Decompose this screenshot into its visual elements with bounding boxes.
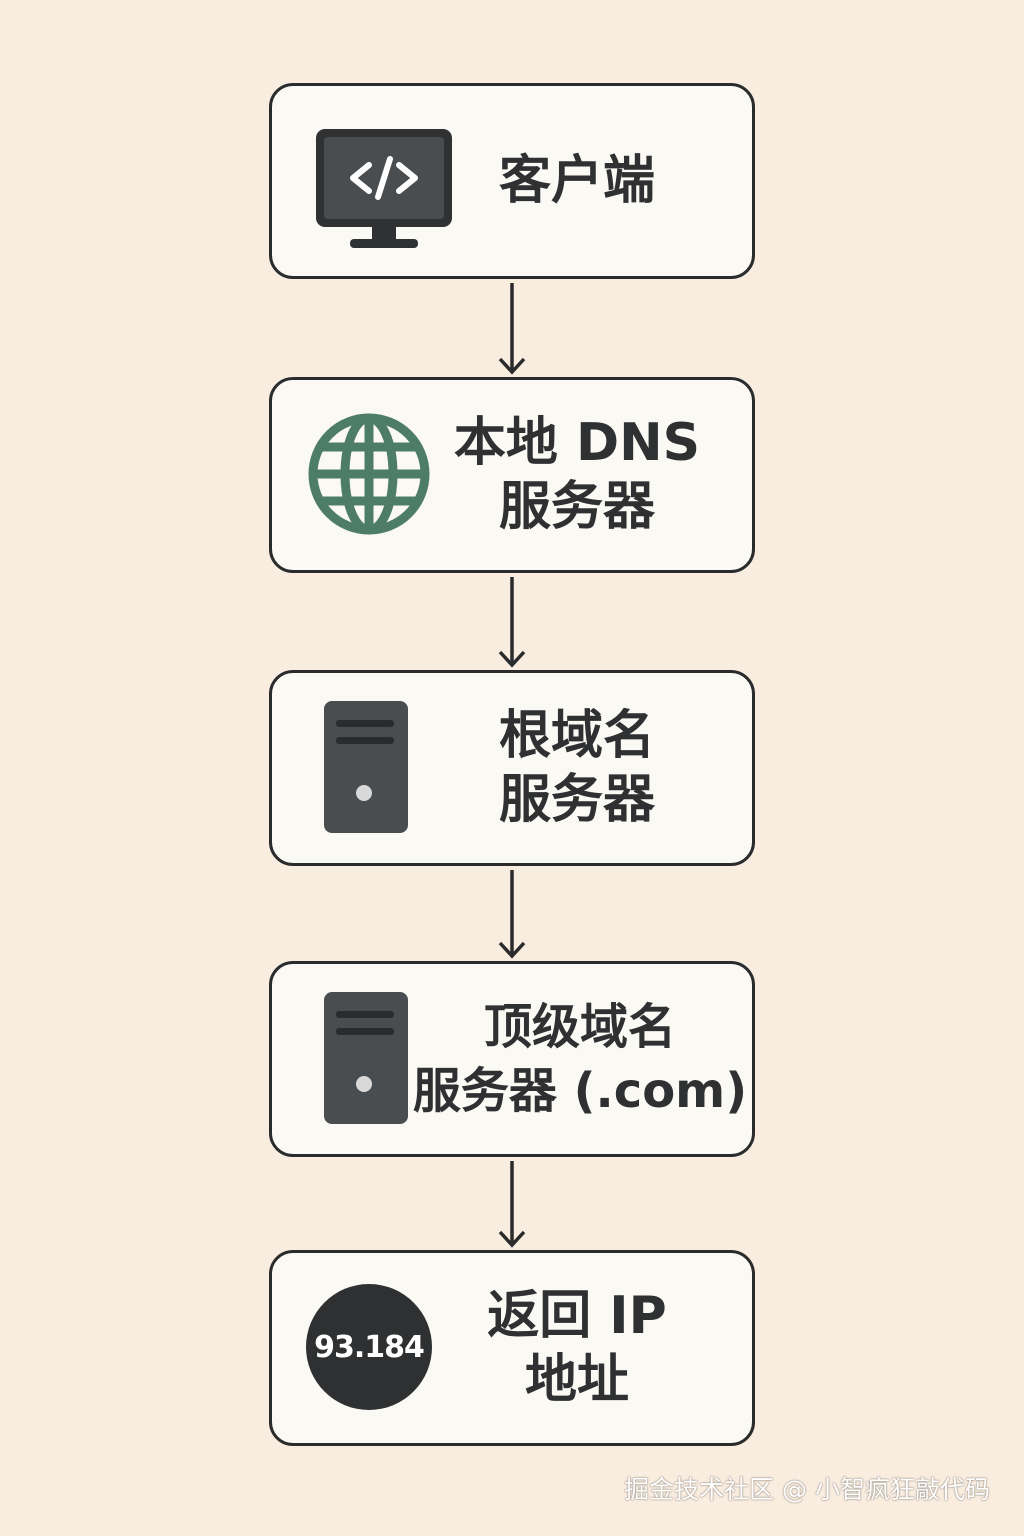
node-label-line: 本地 DNS (453, 413, 701, 473)
node-tld-dns: 顶级域名 服务器 (.com) (269, 961, 755, 1157)
globe-icon (308, 413, 430, 535)
node-root-dns: 根域名 服务器 (269, 670, 755, 866)
node-label: 客户端 (422, 86, 732, 276)
server-tower-icon (324, 701, 408, 833)
node-client: 客户端 (269, 83, 755, 279)
node-label-line: 服务器 (498, 770, 655, 830)
node-label: 返回 IP 地址 (422, 1253, 732, 1443)
node-local-dns: 本地 DNS 服务器 (269, 377, 755, 573)
arrow-tld-dns-to-return-ip (498, 1161, 526, 1248)
node-label: 本地 DNS 服务器 (422, 380, 732, 570)
ip-badge: 93.184 (306, 1284, 432, 1410)
node-label-line: 服务器 (498, 477, 655, 537)
node-return-ip: 93.184 返回 IP 地址 (269, 1250, 755, 1446)
node-label-line: 根域名 (498, 706, 655, 766)
node-label: 顶级域名 服务器 (.com) (413, 964, 747, 1154)
node-label-line: 顶级域名 (483, 999, 676, 1055)
server-tower-icon (324, 992, 408, 1124)
arrow-client-to-local-dns (498, 283, 526, 375)
node-label-line: 服务器 (.com) (412, 1063, 748, 1119)
arrow-local-dns-to-root-dns (498, 577, 526, 668)
monitor-code-icon (316, 129, 452, 248)
arrow-root-dns-to-tld-dns (498, 870, 526, 959)
node-label-line: 地址 (524, 1350, 629, 1410)
ip-badge-text: 93.184 (314, 1329, 425, 1365)
node-label: 根域名 服务器 (422, 673, 732, 863)
node-label-line: 返回 IP (487, 1286, 667, 1346)
watermark: 掘金技术社区 @ 小智疯狂敲代码 (624, 1475, 990, 1504)
node-label-line: 客户端 (498, 151, 655, 211)
